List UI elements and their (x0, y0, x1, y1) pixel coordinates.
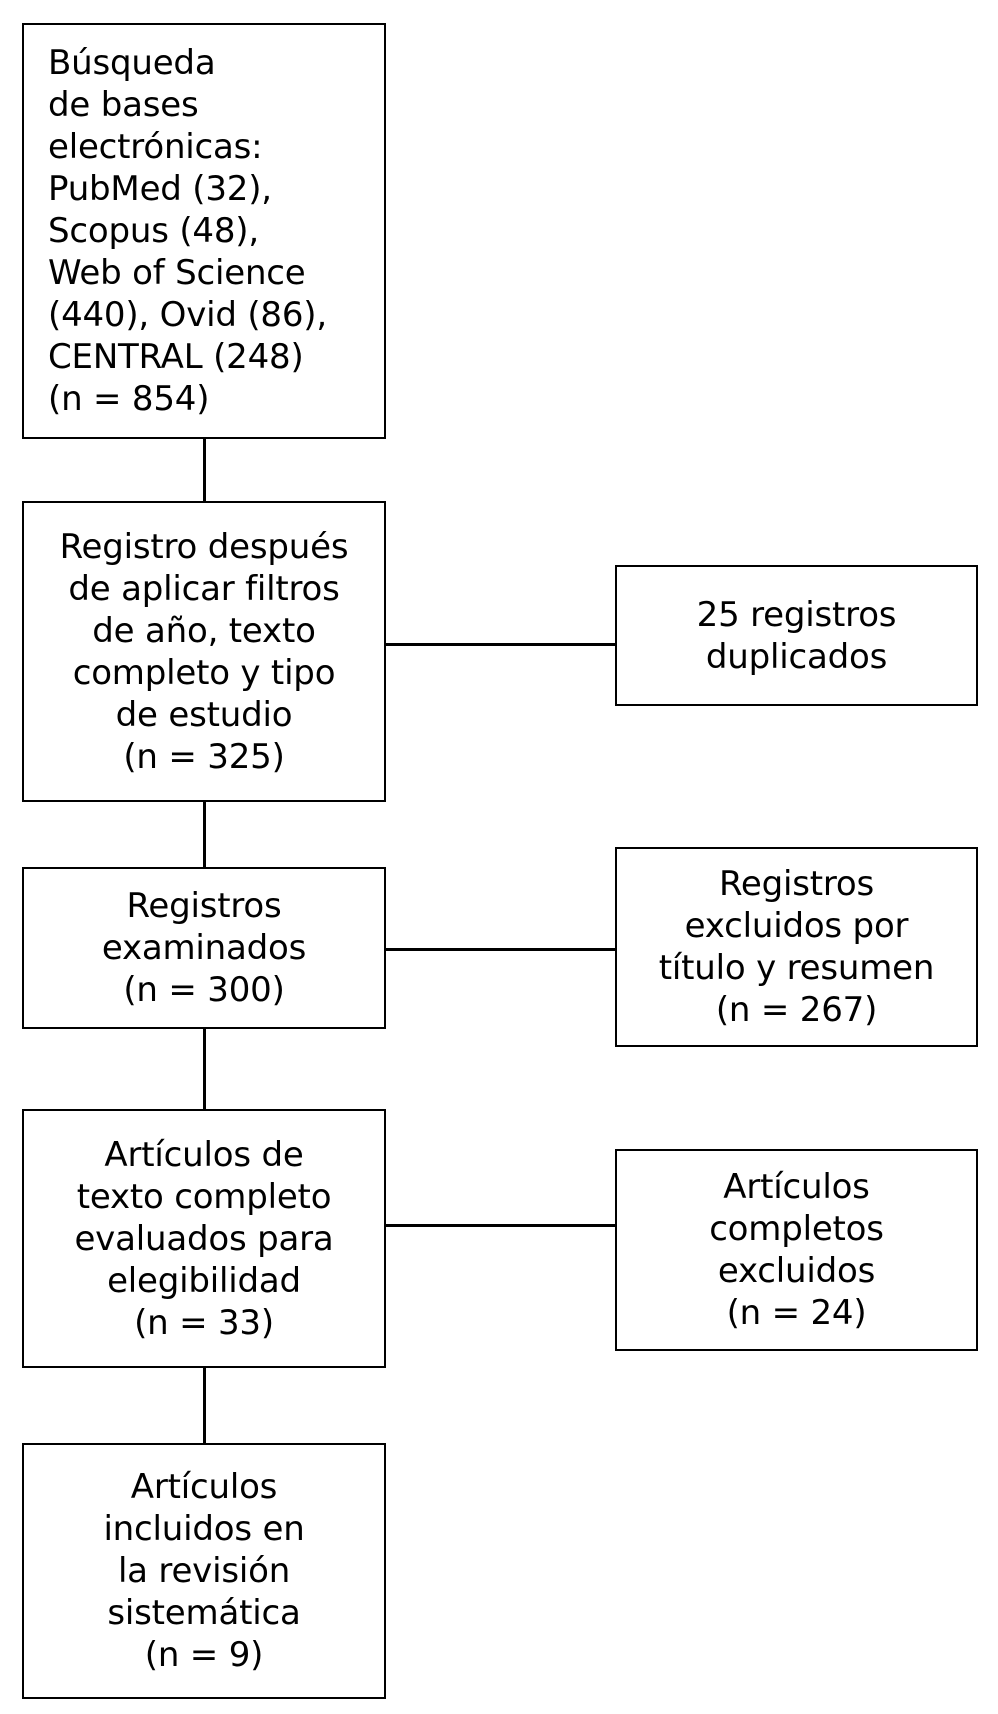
flow-box-identification: Búsqueda de bases electrónicas: PubMed (… (22, 23, 386, 439)
connector-after-filters-to-duplicates (386, 643, 615, 646)
flow-box-included: Artículos incluidos en la revisión siste… (22, 1443, 386, 1699)
flow-box-identification-text: Búsqueda de bases electrónicas: PubMed (… (48, 43, 327, 419)
flow-box-screened-text: Registros examinados (n = 300) (101, 886, 307, 1010)
flow-box-excluded-fulltext: Artículos completos excluidos (n = 24) (615, 1149, 978, 1351)
flow-box-excluded-title-abstract: Registros excluidos por título y resumen… (615, 847, 978, 1047)
connector-screened-to-excluded-title-abstract (386, 948, 615, 951)
connector-screened-to-eligibility (203, 1029, 206, 1109)
flow-box-after-filters-text: Registro después de aplicar filtros de a… (59, 526, 349, 777)
connector-eligibility-to-included (203, 1368, 206, 1443)
flow-box-included-text: Artículos incluidos en la revisión siste… (103, 1467, 305, 1675)
flow-box-after-filters: Registro después de aplicar filtros de a… (22, 501, 386, 802)
flow-box-eligibility-text: Artículos de texto completo evaluados pa… (74, 1134, 334, 1343)
flow-box-screened: Registros examinados (n = 300) (22, 867, 386, 1029)
flow-box-duplicates-text: 25 registros duplicados (696, 594, 897, 677)
flow-box-eligibility: Artículos de texto completo evaluados pa… (22, 1109, 386, 1368)
flow-box-excluded-fulltext-text: Artículos completos excluidos (n = 24) (709, 1167, 884, 1333)
flow-box-duplicates: 25 registros duplicados (615, 565, 978, 706)
connector-eligibility-to-excluded-fulltext (386, 1224, 615, 1227)
flow-box-excluded-title-abstract-text: Registros excluidos por título y resumen… (658, 864, 935, 1030)
connector-after-filters-to-screened (203, 802, 206, 867)
connector-identification-to-after-filters (203, 439, 206, 501)
